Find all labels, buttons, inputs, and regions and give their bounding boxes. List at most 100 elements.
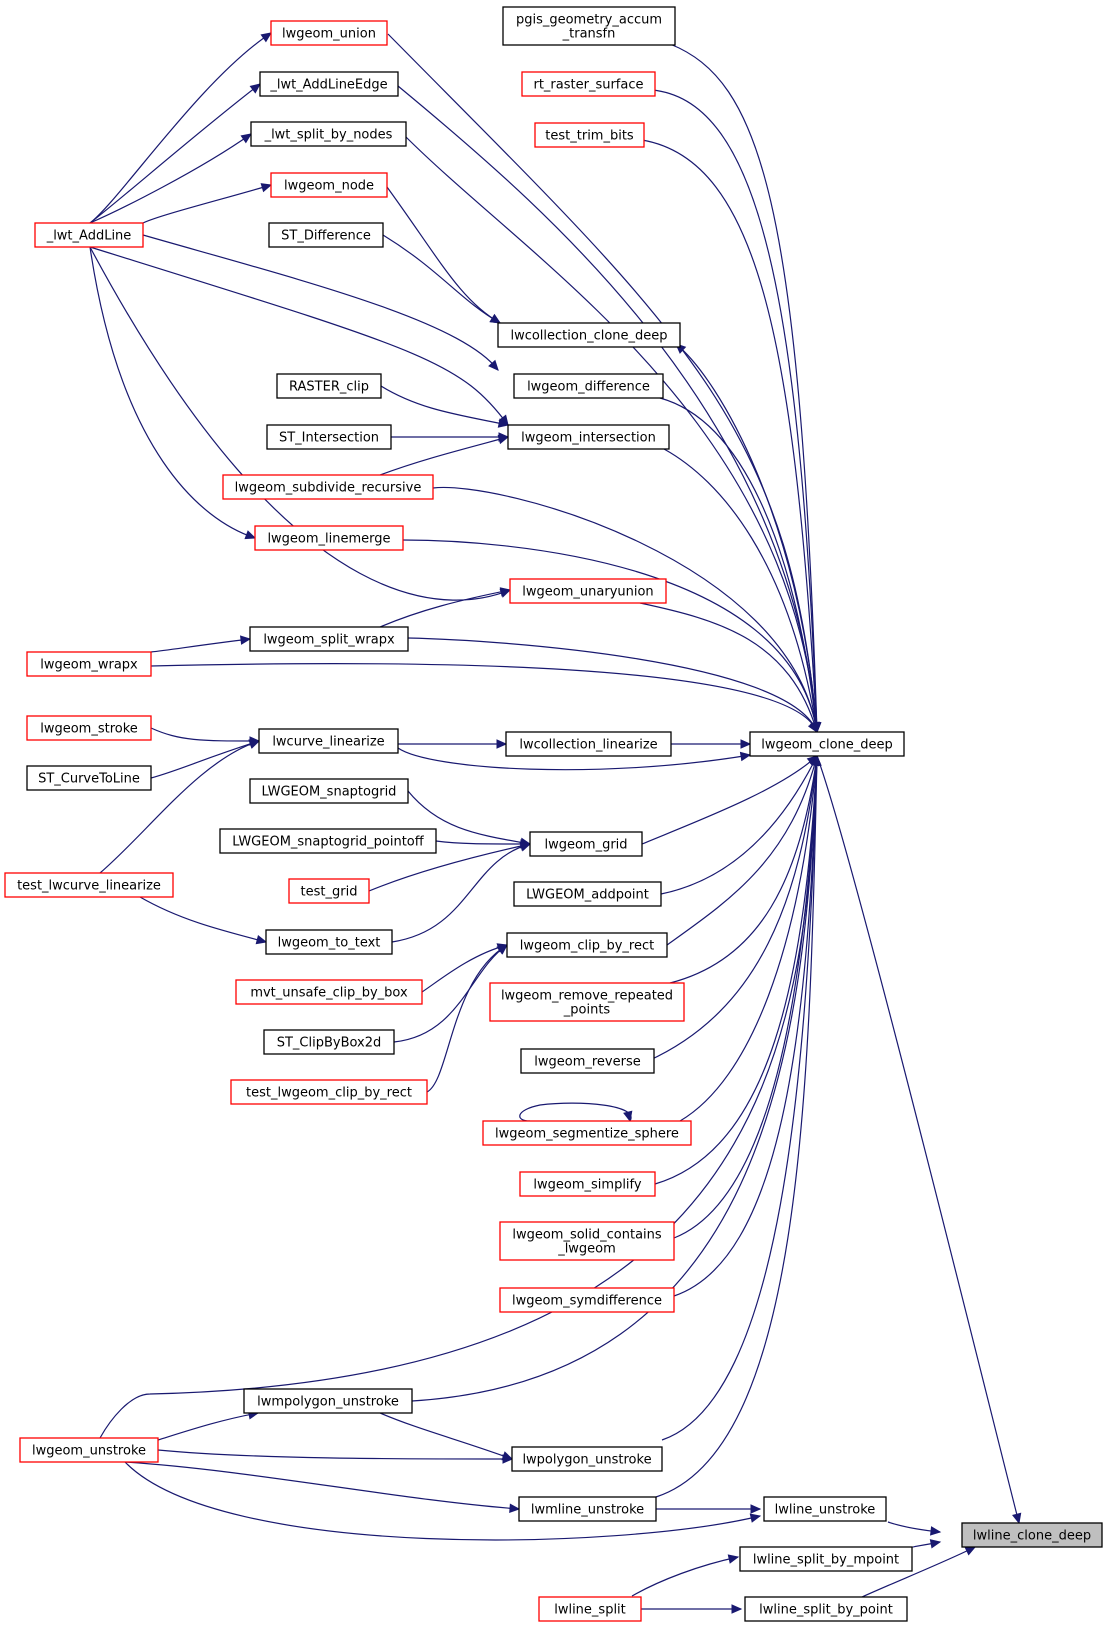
arrow-head: [240, 133, 253, 144]
node-lwgeom-to-text[interactable]: lwgeom_to_text: [265, 929, 393, 955]
node-label: lwgeom_simplify: [533, 1178, 641, 1193]
node-box: [235, 979, 423, 1005]
node-lwmpolygon-unstroke[interactable]: lwmpolygon_unstroke: [243, 1388, 413, 1414]
node-lwgeom-addpoint[interactable]: LWGEOM_addpoint: [513, 881, 662, 907]
edge-line: [89, 246, 509, 426]
node-lwmline-unstroke[interactable]: lwmline_unstroke: [518, 1496, 657, 1522]
node-lwgeom-simplify[interactable]: lwgeom_simplify: [519, 1171, 656, 1197]
node-raster-clip[interactable]: RASTER_clip: [276, 373, 382, 399]
node-lwgeom-snaptogrid[interactable]: LWGEOM_snaptogrid: [249, 778, 409, 804]
node-lwgeom-node[interactable]: lwgeom_node: [270, 172, 388, 198]
node-st-intersection[interactable]: ST_Intersection: [266, 424, 392, 450]
node-box: [249, 778, 409, 804]
node-st-curvetoline[interactable]: ST_CurveToLine: [26, 765, 152, 791]
node-lwcurve-linearize[interactable]: lwcurve_linearize: [258, 728, 399, 754]
node-box: [513, 373, 664, 399]
node-label: LWGEOM_addpoint: [526, 888, 649, 903]
node-lwgeom-symdifference[interactable]: lwgeom_symdifference: [499, 1287, 675, 1313]
node-lwgeom-grid[interactable]: lwgeom_grid: [529, 831, 643, 857]
call-edge: [631, 1554, 740, 1597]
call-edge: [382, 234, 502, 324]
node-label: lwgeom_stroke: [40, 722, 138, 737]
node-lwgeom-solid-contains[interactable]: lwgeom_solid_contains_lwgeom: [499, 1221, 675, 1261]
node-st-difference[interactable]: ST_Difference: [268, 222, 384, 248]
node-label: lwgeom_solid_contains: [512, 1228, 662, 1243]
node-label: _lwt_AddLine: [46, 229, 132, 244]
node-label: test_grid: [301, 885, 358, 900]
node-lwgeom-reverse[interactable]: lwgeom_reverse: [520, 1048, 655, 1074]
arrow-head: [496, 739, 508, 749]
node-lwgeom-snaptogrid-pointoff[interactable]: LWGEOM_snaptogrid_pointoff: [219, 828, 437, 854]
node-box: [266, 424, 392, 450]
node-box: [243, 1388, 413, 1414]
node-box: [749, 731, 905, 757]
node-box: [520, 1048, 655, 1074]
call-edge: [398, 739, 508, 749]
node-test-lwcurve-linearize[interactable]: test_lwcurve_linearize: [4, 872, 174, 898]
node-lwline-unstroke[interactable]: lwline_unstroke: [763, 1496, 887, 1522]
node-box: [482, 1120, 692, 1146]
node-box: [507, 424, 670, 450]
node-lwcollection-linearize[interactable]: lwcollection_linearize: [505, 731, 672, 757]
node-lwgeom-linemerge[interactable]: lwgeom_linemerge: [254, 525, 404, 551]
node-box: [499, 1287, 675, 1313]
node-label: lwmline_unstroke: [531, 1503, 644, 1518]
node-lwgeom-intersection[interactable]: lwgeom_intersection: [507, 424, 670, 450]
node-box: [288, 878, 370, 904]
node-lwgeom-difference[interactable]: lwgeom_difference: [513, 373, 664, 399]
node-lwgeom-unstroke[interactable]: lwgeom_unstroke: [19, 1437, 159, 1463]
edge-line: [150, 638, 251, 653]
node-box: [34, 222, 144, 248]
node-label: lwgeom_remove_repeated: [501, 989, 673, 1004]
node-label: lwgeom_node: [284, 179, 374, 194]
node-mvt-unsafe-clip-by-box[interactable]: mvt_unsafe_clip_by_box: [235, 979, 423, 1005]
node-lwline-split-by-mpoint[interactable]: lwline_split_by_mpoint: [739, 1546, 913, 1572]
node-lwgeom-stroke[interactable]: lwgeom_stroke: [26, 715, 152, 741]
node-label: lwgeom_to_text: [278, 936, 381, 951]
node-lwpolygon-unstroke[interactable]: lwpolygon_unstroke: [511, 1446, 663, 1472]
node-label: lwline_split_by_mpoint: [753, 1553, 899, 1568]
call-edge: [432, 486, 820, 734]
arrow-head: [750, 1504, 762, 1514]
node-lwgeom-union[interactable]: lwgeom_union: [270, 20, 388, 46]
node-test-trim-bits[interactable]: test_trim_bits: [534, 122, 645, 148]
node-pgis-geometry-accum[interactable]: pgis_geometry_accum_transfn: [502, 6, 676, 46]
node-label: RASTER_clip: [289, 380, 369, 395]
call-edge: [887, 1521, 942, 1536]
edge-line: [639, 602, 818, 733]
call-edge: [142, 183, 273, 224]
arrow-head: [623, 1110, 633, 1123]
edge-line: [89, 83, 261, 224]
node-lwgeom-clip-by-rect[interactable]: lwgeom_clip_by_rect: [506, 932, 668, 958]
node-lwt-split-by-nodes[interactable]: _lwt_split_by_nodes: [250, 121, 407, 147]
node-test-lwgeom-clip-by-rect[interactable]: test_lwgeom_clip_by_rect: [230, 1079, 428, 1105]
node-lwgeom-split-wrapx[interactable]: lwgeom_split_wrapx: [249, 626, 409, 652]
node-st-clipbybox2d[interactable]: ST_ClipByBox2d: [263, 1029, 395, 1055]
node-box: [511, 1446, 663, 1472]
node-lwgeom-remove-repeated[interactable]: lwgeom_remove_repeated_points: [489, 982, 685, 1022]
node-lwgeom-subdivide-recursive[interactable]: lwgeom_subdivide_recursive: [222, 474, 434, 500]
edge-line: [379, 1412, 513, 1460]
call-edge: [89, 246, 257, 540]
node-lwgeom-wrapx[interactable]: lwgeom_wrapx: [26, 651, 152, 677]
node-lwt-addlineedge[interactable]: _lwt_AddLineEdge: [259, 71, 399, 97]
node-rt-raster-surface[interactable]: rt_raster_surface: [521, 71, 656, 97]
node-label: lwcollection_clone_deep: [510, 329, 667, 344]
edge-line: [150, 663, 818, 733]
node-box: [26, 715, 152, 741]
node-lwgeom-unaryunion[interactable]: lwgeom_unaryunion: [509, 578, 667, 604]
edge-line: [407, 637, 818, 733]
node-lwline-split-by-point[interactable]: lwline_split_by_point: [744, 1596, 908, 1622]
call-edge: [89, 133, 253, 224]
edge-line: [89, 133, 252, 224]
arrow-head: [808, 721, 818, 734]
node-lwgeom-segmentize-sphere[interactable]: lwgeom_segmentize_sphere: [482, 1120, 692, 1146]
node-lwgeom-clone-deep[interactable]: lwgeom_clone_deep: [749, 731, 905, 757]
node-test-grid[interactable]: test_grid: [288, 878, 370, 904]
node-label: _lwgeom: [557, 1242, 616, 1257]
node-lwcollection-clone-deep[interactable]: lwcollection_clone_deep: [497, 322, 681, 348]
node-lwt-addline[interactable]: _lwt_AddLine: [34, 222, 144, 248]
node-lwline-split[interactable]: lwline_split: [538, 1596, 642, 1622]
edge-line: [139, 896, 267, 943]
